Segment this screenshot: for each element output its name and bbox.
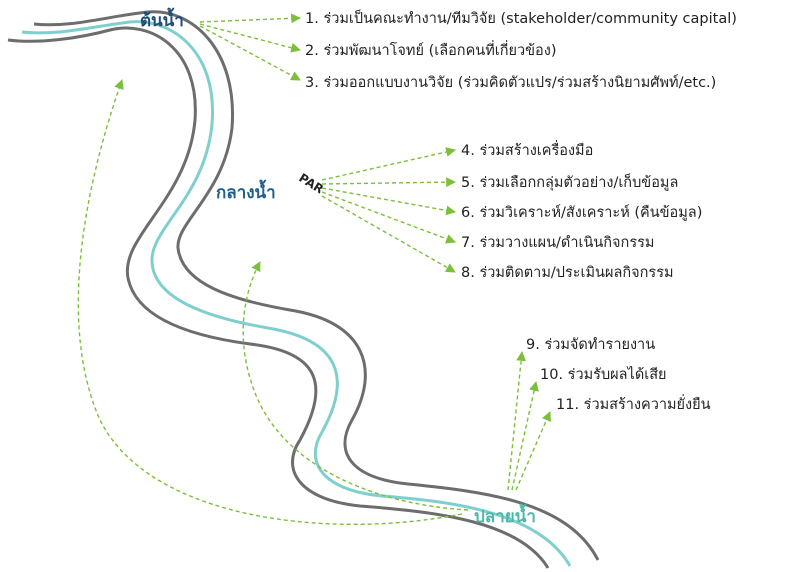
item-10: 10. ร่วมรับผลได้เสีย <box>540 365 667 383</box>
arrow-to-item-6 <box>321 187 456 216</box>
item-5: 5. ร่วมเลือกกลุ่มตัวอย่าง/เก็บข้อมูล <box>461 172 678 191</box>
arrow-to-item-1 <box>199 13 301 24</box>
item-4: 4. ร่วมสร้างเครื่องมือ <box>461 140 593 159</box>
arrow-to-item-5 <box>321 177 456 188</box>
arrows <box>77 13 551 525</box>
river-bank-left <box>7 26 550 569</box>
arrow-to-item-8 <box>321 195 456 273</box>
arrow-to-item-10 <box>511 381 539 491</box>
item-1: 1. ร่วมเป็นคณะทำงาน/ทีมวิจัย (stakeholde… <box>305 8 737 27</box>
item-7: 7. ร่วมวางแผน/ดำเนินกิจกรรม <box>461 235 654 251</box>
arrow-downstream-to-upstream <box>77 79 463 525</box>
arrow-downstream-to-midstream <box>242 261 469 511</box>
river <box>7 10 600 569</box>
zone-label-downstream: ปลายน้ำ <box>474 503 536 527</box>
item-8: 8. ร่วมติดตาม/ประเมินผลกิจกรรม <box>461 265 674 281</box>
arrow-to-item-3 <box>199 25 301 81</box>
item-11: 11. ร่วมสร้างความยั่งยืน <box>556 394 711 413</box>
item-9: 9. ร่วมจัดทำรายงาน <box>526 337 655 353</box>
arrow-to-item-2 <box>199 23 301 53</box>
river-center-line <box>21 20 572 567</box>
arrow-to-item-11 <box>515 411 551 491</box>
arrow-to-item-7 <box>321 191 456 244</box>
item-2: 2. ร่วมพัฒนาโจทย์ (เลือกคนที่เกี่ยวข้อง) <box>305 40 556 59</box>
par-label: PAR <box>296 171 326 197</box>
item-6: 6. ร่วมวิเคราะห์/สังเคราะห์ (คืนข้อมูล) <box>461 204 702 221</box>
zone-label-midstream: กลางน้ำ <box>216 179 276 203</box>
zone-label-upstream: ต้นน้ำ <box>140 7 184 31</box>
arrow-to-item-9 <box>507 351 526 491</box>
river-bank-right <box>33 10 600 561</box>
item-3: 3. ร่วมออกแบบงานวิจัย (ร่วมคิดตัวแปร/ร่ว… <box>305 74 716 91</box>
arrow-to-item-4 <box>321 147 456 181</box>
